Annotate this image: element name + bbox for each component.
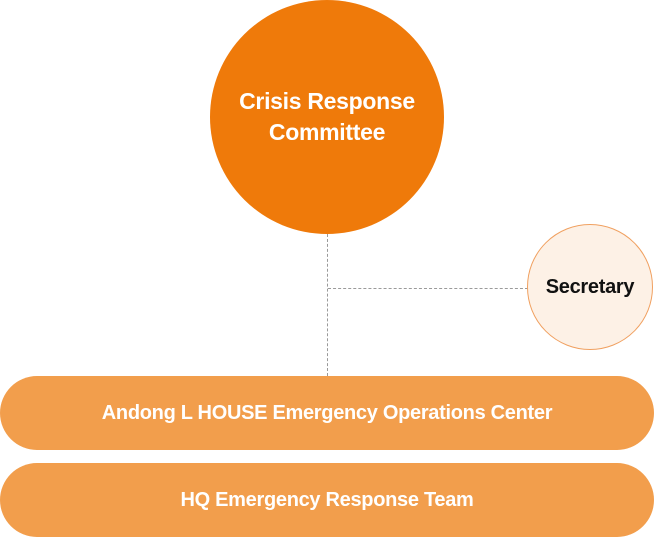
secretary-label: Secretary [545, 275, 635, 298]
secretary-connector [328, 288, 528, 289]
emergency-operations-center-node: Andong L HOUSE Emergency Operations Cent… [0, 376, 654, 450]
committee-label: Crisis Response Committee [239, 88, 415, 145]
secretary-node: Secretary [527, 224, 653, 350]
hq-emergency-response-team-label: HQ Emergency Response Team [180, 488, 474, 511]
emergency-operations-center-label: Andong L HOUSE Emergency Operations Cent… [101, 401, 553, 424]
committee-to-units-connector [327, 234, 328, 376]
hq-emergency-response-team-node: HQ Emergency Response Team [0, 463, 654, 537]
crisis-response-committee-node: Crisis Response Committee [210, 0, 444, 234]
